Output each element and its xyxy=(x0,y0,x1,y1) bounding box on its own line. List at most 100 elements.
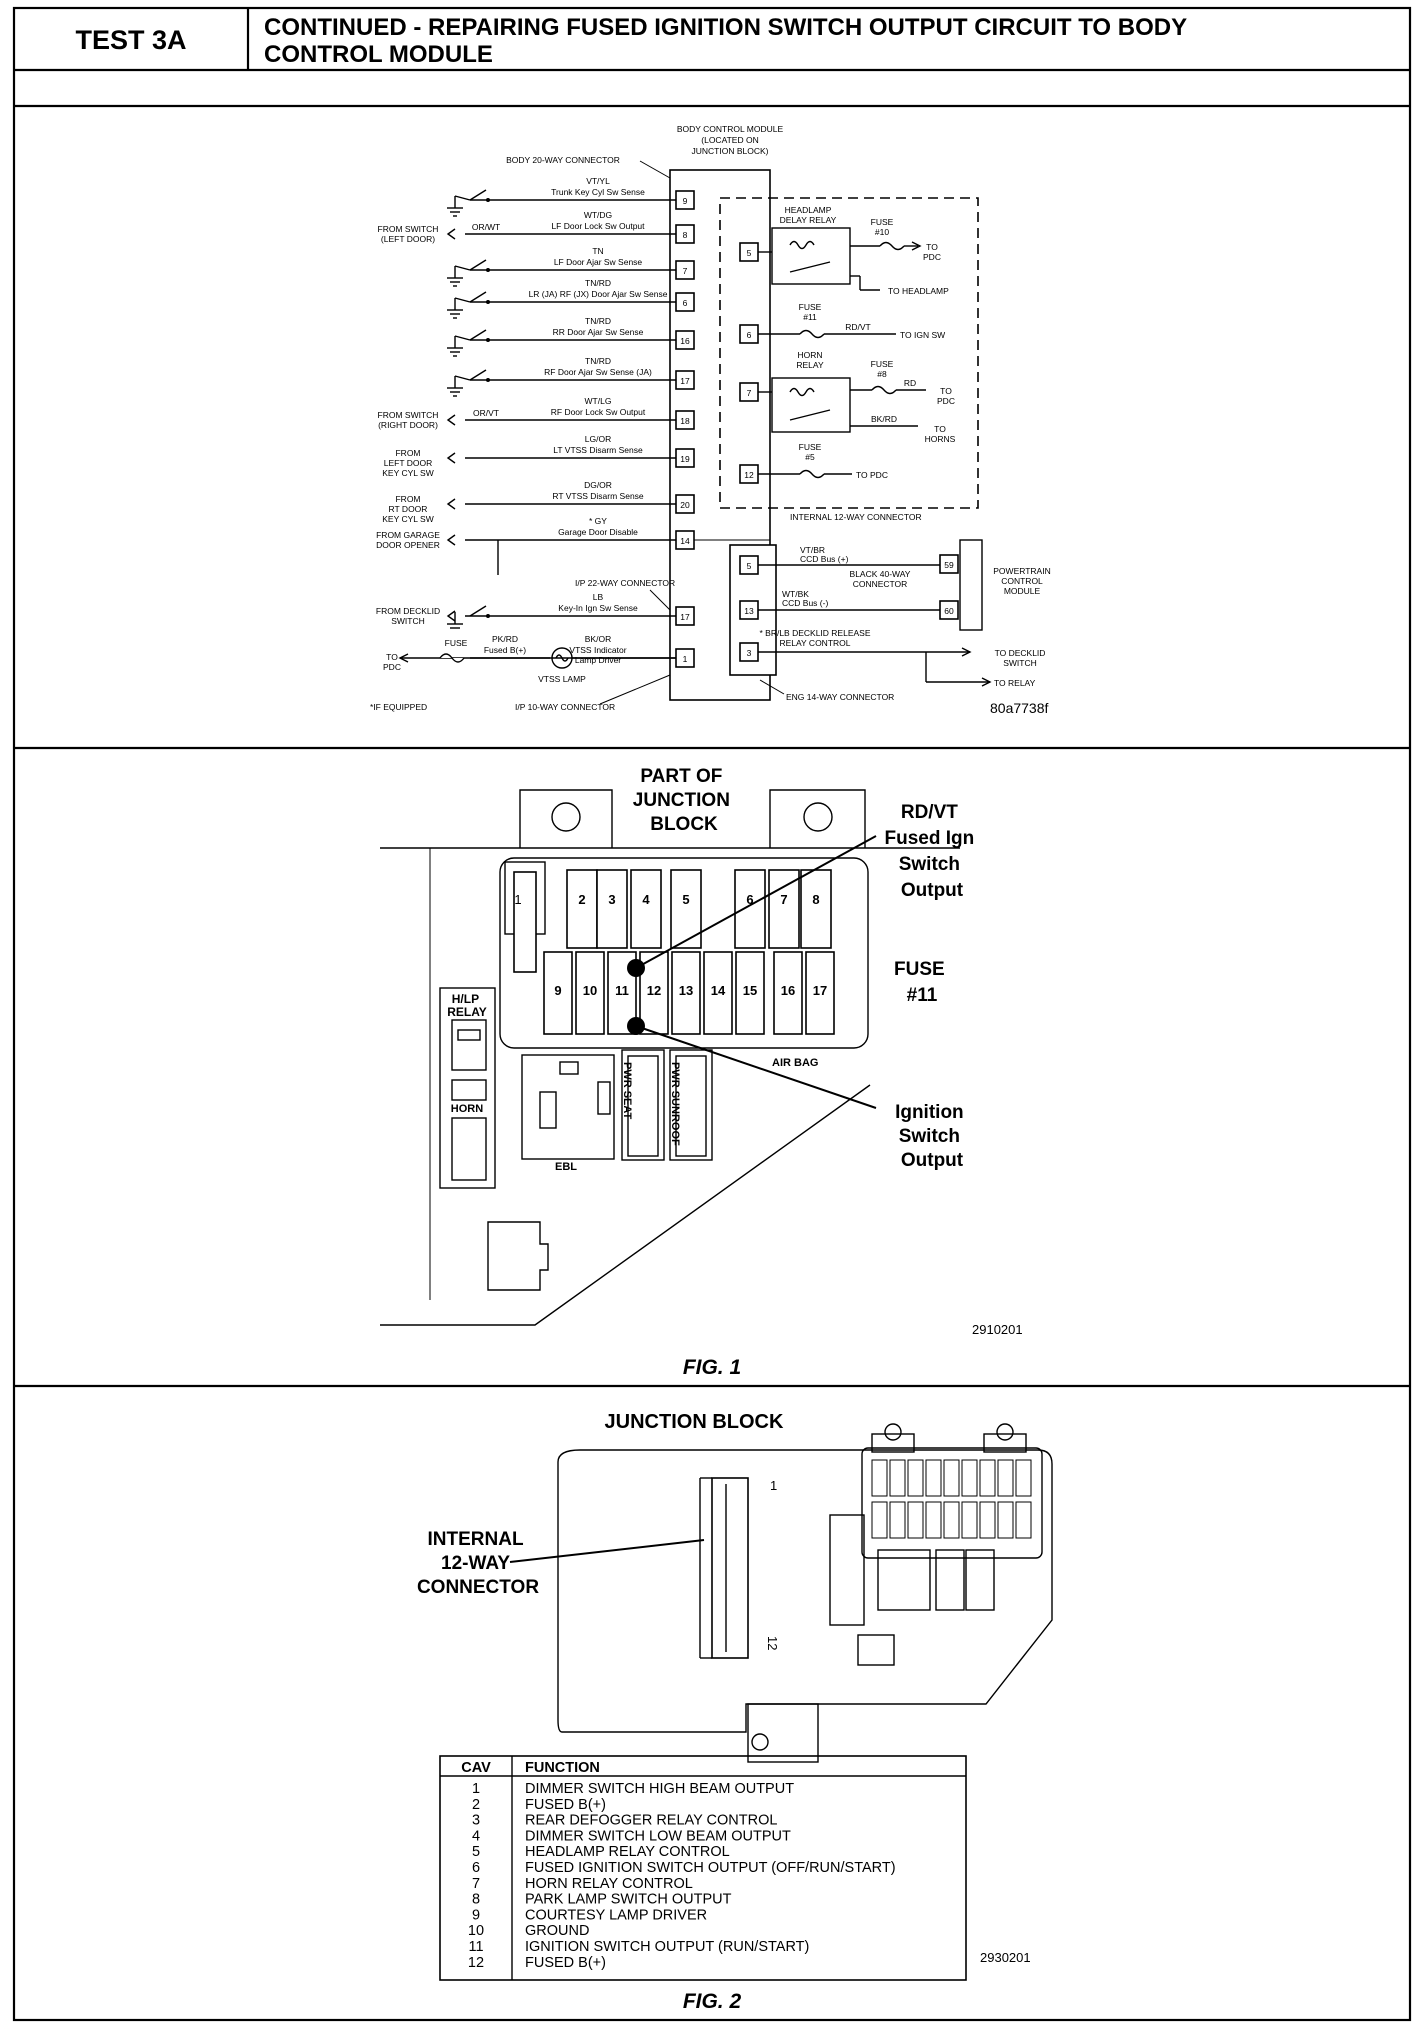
fig2-title: JUNCTION BLOCK xyxy=(605,1411,784,1433)
circuit-desc: LT VTSS Disarm Sense xyxy=(553,445,643,455)
schematic-code: 80a7738f xyxy=(990,700,1049,716)
circuit-source: FROM SWITCH(RIGHT DOOR) xyxy=(378,410,439,430)
pin-number: 1 xyxy=(683,654,688,664)
table-cell-function: GROUND xyxy=(525,1923,589,1939)
wtbk-wire: WT/BK xyxy=(782,589,809,599)
pin-number: 20 xyxy=(680,500,690,510)
fuse-slot xyxy=(671,951,701,1035)
pin-number: 17 xyxy=(680,376,690,386)
wire-color: VT/YL xyxy=(586,176,610,186)
table-cell-cav: 12 xyxy=(468,1955,484,1971)
horn-label: HORN xyxy=(451,1103,483,1115)
eng-pin: 13 xyxy=(744,606,754,616)
fuse-6: 6 xyxy=(746,892,753,907)
fig1-code: 2910201 xyxy=(972,1322,1023,1337)
fuse11-label: FUSE #11 xyxy=(894,959,950,1006)
fuse-1: 1 xyxy=(514,892,521,907)
bkrd-wire: BK/RD xyxy=(871,414,897,424)
pcm-pin-60: 60 xyxy=(944,606,954,616)
circuit-desc: Garage Door Disable xyxy=(558,527,638,537)
fuse-13: 13 xyxy=(679,983,693,998)
fuse-slot xyxy=(773,951,803,1035)
fuse-slot xyxy=(734,869,766,949)
eng14-label: ENG 14-WAY CONNECTOR xyxy=(786,692,894,702)
circuit-desc: Key-In Ign Sw Sense xyxy=(558,603,638,613)
pin-number: 7 xyxy=(683,266,688,276)
hlp-relay-line1: H/LP xyxy=(452,992,479,1006)
table-cell-cav: 2 xyxy=(472,1797,480,1813)
source-wire: OR/WT xyxy=(472,222,500,232)
to-headlamp-label: TO HEADLAMP xyxy=(888,286,949,296)
rdvt-line3: Switch xyxy=(899,854,960,875)
pin-number: 14 xyxy=(680,536,690,546)
bcm-title-2: (LOCATED ON xyxy=(701,135,758,145)
table-cell-cav: 1 xyxy=(472,1781,480,1797)
pin-12-label: 12 xyxy=(765,1636,780,1650)
table-cell-function: REAR DEFOGGER RELAY CONTROL xyxy=(525,1813,777,1829)
pin-number: 8 xyxy=(683,230,688,240)
bcm-title-3: JUNCTION BLOCK) xyxy=(692,146,769,156)
fuse-slot xyxy=(543,951,573,1035)
internal-pin: 7 xyxy=(747,388,752,398)
fuse5-label: FUSE#5 xyxy=(799,442,822,462)
rdvt-line1: RD/VT xyxy=(901,802,958,823)
fused-b-desc: Fused B(+) xyxy=(484,645,526,655)
fuse-12: 12 xyxy=(647,983,661,998)
ign-line3: Output xyxy=(901,1150,964,1171)
source-wire: OR/VT xyxy=(473,408,499,418)
fig2-code: 2930201 xyxy=(980,1950,1031,1965)
wire-color: * GY xyxy=(589,516,607,526)
connector-line3: CONNECTOR xyxy=(417,1577,539,1598)
fig1-caption: FIG. 1 xyxy=(683,1356,741,1379)
table-cell-function: HEADLAMP RELAY CONTROL xyxy=(525,1844,730,1860)
wire-color: WT/LG xyxy=(585,396,612,406)
fuse11-line1: FUSE xyxy=(894,959,945,980)
table-cell-cav: 5 xyxy=(472,1844,480,1860)
pin-number: 18 xyxy=(680,416,690,426)
fuse-10: 10 xyxy=(583,983,597,998)
pin-number: 17 xyxy=(680,612,690,622)
title-line-1: CONTINUED - REPAIRING FUSED IGNITION SWI… xyxy=(264,14,1187,41)
pkrd-wire: PK/RD xyxy=(492,634,518,644)
fuse10-label: FUSE#10 xyxy=(871,217,894,237)
to-pdc-fuse5: TO PDC xyxy=(856,470,888,480)
pin-1-label: 1 xyxy=(770,1478,777,1493)
table-cell-function: FUSED B(+) xyxy=(525,1797,606,1813)
fuse-slot xyxy=(596,869,628,949)
fuse-label: FUSE xyxy=(445,638,468,648)
eng-pin: 5 xyxy=(747,561,752,571)
fuse-15: 15 xyxy=(743,983,757,998)
circuit-desc: LF Door Lock Sw Output xyxy=(551,221,645,231)
ebl-label: EBL xyxy=(555,1161,577,1173)
connector-line2: 12-WAY xyxy=(441,1553,510,1574)
internal-pin: 6 xyxy=(747,330,752,340)
internal-pin: 5 xyxy=(747,248,752,258)
circuit-source: FROM SWITCH(LEFT DOOR) xyxy=(378,224,439,244)
table-cell-cav: 6 xyxy=(472,1860,480,1876)
table-cell-function: DIMMER SWITCH LOW BEAM OUTPUT xyxy=(525,1828,791,1844)
fig2-caption: FIG. 2 xyxy=(683,1990,742,2013)
rdvt-wire: RD/VT xyxy=(845,322,871,332)
table-cell-cav: 9 xyxy=(472,1907,480,1923)
bcm-title-1: BODY CONTROL MODULE xyxy=(677,124,784,134)
hlp-relay-label: H/LP RELAY xyxy=(447,992,487,1019)
pin-number: 9 xyxy=(683,196,688,206)
connector-label: INTERNAL 12-WAY CONNECTOR xyxy=(417,1529,539,1598)
table-cell-cav: 3 xyxy=(472,1813,480,1829)
part-of-line3: BLOCK xyxy=(650,814,718,835)
